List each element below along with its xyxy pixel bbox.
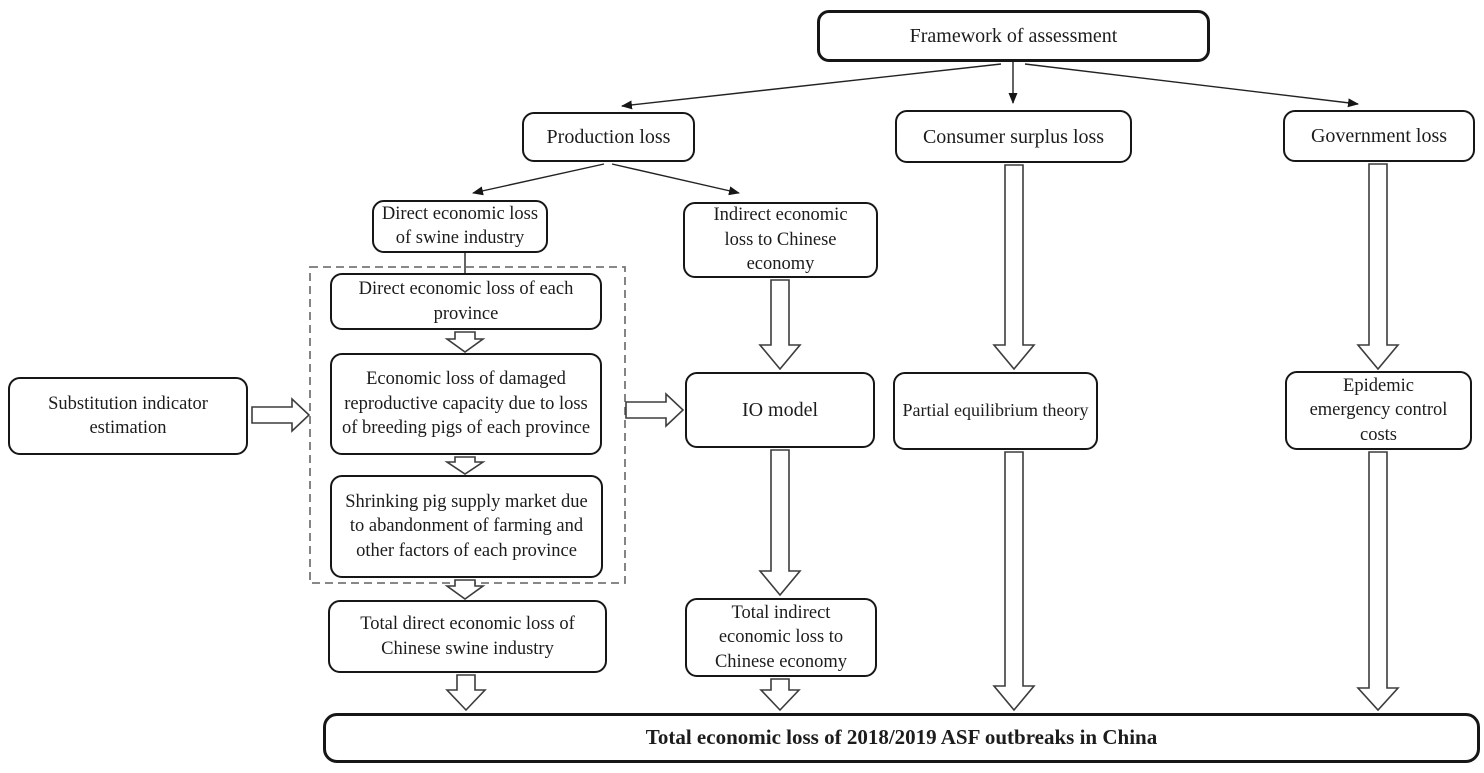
arrow-reproductive-to-shrinking-icon xyxy=(444,456,486,475)
arrow-partial-to-total-icon xyxy=(992,451,1036,712)
arrow-production-to-indirect-icon xyxy=(611,163,740,196)
node-total-loss: Total economic loss of 2018/2019 ASF out… xyxy=(323,713,1480,763)
node-shrinking-supply-label: Shrinking pig supply market due to aband… xyxy=(345,491,588,561)
arrow-government-to-epidemic-icon xyxy=(1356,163,1400,371)
node-total-direct-loss-label: Total direct economic loss of Chinese sw… xyxy=(360,614,575,659)
node-production-loss: Production loss xyxy=(522,112,695,162)
arrow-epidemic-to-total-icon xyxy=(1356,451,1400,712)
node-total-loss-label: Total economic loss of 2018/2019 ASF out… xyxy=(645,725,1158,750)
arrow-province-to-reproductive-icon xyxy=(444,331,486,353)
node-production-loss-label: Production loss xyxy=(546,126,671,148)
node-total-direct-loss: Total direct economic loss of Chinese sw… xyxy=(328,600,607,673)
node-total-indirect-loss-label: Total indirect economic loss to Chinese … xyxy=(714,602,848,672)
node-io-model-label: IO model xyxy=(741,399,819,421)
node-framework: Framework of assessment xyxy=(817,10,1210,62)
node-government-loss: Government loss xyxy=(1283,110,1475,162)
arrow-indirect-to-io-icon xyxy=(758,279,802,371)
arrow-shrinking-to-total-direct-icon xyxy=(444,579,486,600)
arrow-substitution-to-group-icon xyxy=(251,397,311,433)
node-indirect-loss-economy-label: Indirect economic loss to Chinese econom… xyxy=(713,205,848,275)
node-partial-equilibrium-label: Partial equilibrium theory xyxy=(902,400,1089,421)
arrow-consumer-to-partial-icon xyxy=(992,164,1036,371)
arrow-production-to-direct-icon xyxy=(472,163,605,196)
arrow-total-indirect-to-total-icon xyxy=(759,678,801,712)
node-direct-loss-province: Direct economic loss of each province xyxy=(330,273,602,330)
node-indirect-loss-economy: Indirect economic loss to Chinese econom… xyxy=(683,202,878,278)
node-epidemic-costs: Epidemic emergency control costs xyxy=(1285,371,1472,450)
node-consumer-surplus-loss-label: Consumer surplus loss xyxy=(922,125,1105,148)
node-partial-equilibrium: Partial equilibrium theory xyxy=(893,372,1098,450)
node-government-loss-label: Government loss xyxy=(1310,125,1448,147)
node-total-indirect-loss: Total indirect economic loss to Chinese … xyxy=(685,598,877,677)
node-substitution-indicator: Substitution indicator estimation xyxy=(8,377,248,455)
node-reproductive-loss-label: Economic loss of damaged reproductive ca… xyxy=(341,369,591,439)
node-direct-loss-swine-label: Direct economic loss of swine industry xyxy=(381,204,539,248)
node-substitution-indicator-label: Substitution indicator estimation xyxy=(48,393,208,438)
arrow-group-to-io-icon xyxy=(625,392,685,428)
node-reproductive-loss: Economic loss of damaged reproductive ca… xyxy=(330,353,602,455)
arrow-framework-to-government-icon xyxy=(1024,63,1359,108)
arrow-io-to-total-indirect-icon xyxy=(758,449,802,597)
node-shrinking-supply: Shrinking pig supply market due to aband… xyxy=(330,475,603,578)
arrow-total-direct-to-total-icon xyxy=(445,674,487,712)
node-consumer-surplus-loss: Consumer surplus loss xyxy=(895,110,1132,163)
node-epidemic-costs-label: Epidemic emergency control costs xyxy=(1309,376,1448,445)
dashed-group-border xyxy=(309,266,626,584)
node-framework-label: Framework of assessment xyxy=(909,25,1118,47)
node-direct-loss-province-label: Direct economic loss of each province xyxy=(358,279,574,324)
arrow-framework-to-production-icon xyxy=(621,63,1002,110)
node-direct-loss-swine: Direct economic loss of swine industry xyxy=(372,200,548,253)
node-io-model: IO model xyxy=(685,372,875,448)
